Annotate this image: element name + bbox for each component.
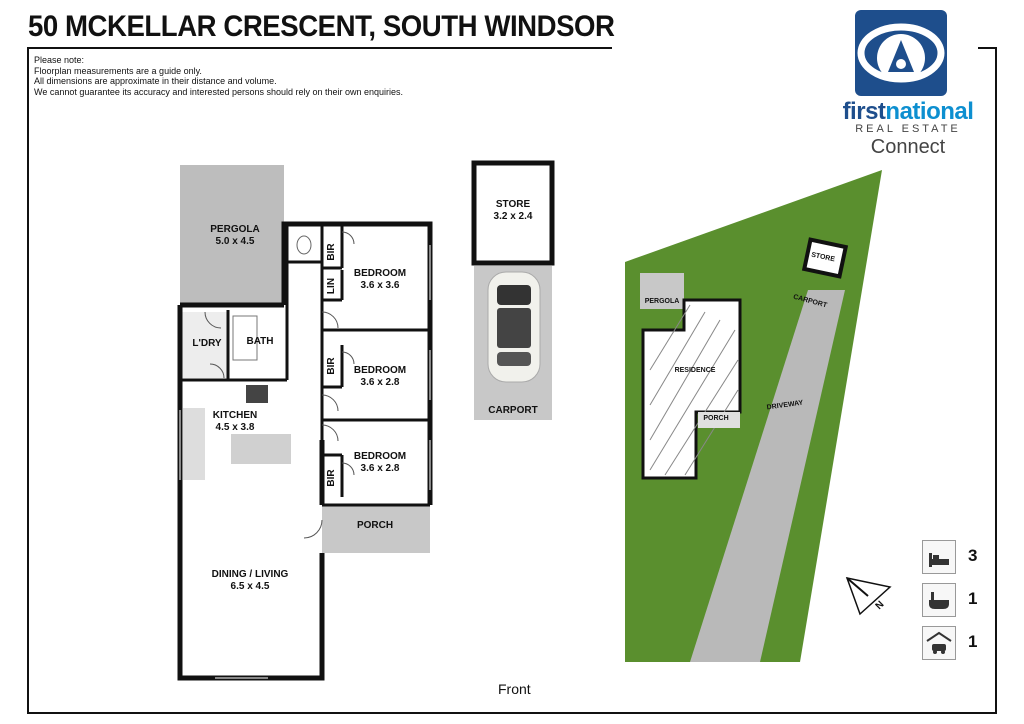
pergola-area (180, 165, 284, 305)
note-line: Floorplan measurements are a guide only. (34, 65, 202, 76)
room-bedroom-1: BEDROOM 3.6 x 3.6 (353, 268, 407, 291)
room-laundry: L'DRY (192, 338, 222, 349)
site-store (801, 237, 849, 279)
site-label-pergola: PERGOLA (644, 298, 680, 305)
site-residence (641, 298, 742, 480)
room-bedroom-2: BEDROOM 3.6 x 2.8 (353, 365, 407, 388)
site-label-porch: PORCH (703, 415, 729, 422)
kitchen-island (231, 434, 291, 464)
logo-mark-icon (855, 10, 947, 96)
room-pergola: PERGOLA 5.0 x 4.5 (210, 224, 260, 247)
bed-icon (922, 540, 956, 574)
room-store: STORE 3.2 x 2.4 (493, 199, 533, 222)
cooktop (246, 385, 268, 403)
agency-logo: firstnational REAL ESTATE Connect (838, 6, 978, 166)
north-arrow-icon (845, 576, 892, 616)
logo-office: Connect (870, 136, 946, 158)
store-building (471, 160, 555, 266)
driveway (690, 290, 845, 662)
property-address-title: 50 MCKELLAR CRESCENT, SOUTH WINDSOR (28, 10, 615, 43)
bathroom-count: 1 (968, 589, 978, 608)
note-line: We cannot guarantee its accuracy and int… (34, 86, 404, 97)
site-label-residence: RESIDENCE (674, 367, 716, 374)
room-dining-living: DINING / LIVING 6.5 x 4.5 (211, 569, 289, 592)
porch-area (322, 505, 430, 553)
logo-subtitle: REAL ESTATE (855, 123, 961, 135)
room-lin: LIN (326, 277, 337, 295)
site-porch (698, 412, 740, 428)
room-bir-2: BIR (326, 357, 337, 375)
garage-icon (922, 626, 956, 660)
room-bir-1: BIR (326, 243, 337, 261)
kitchen-counter (183, 408, 205, 480)
front-label: Front (498, 681, 531, 697)
logo-brand-second: national (885, 98, 974, 125)
room-kitchen: KITCHEN 4.5 x 3.8 (212, 410, 258, 433)
car-space-count: 1 (968, 632, 978, 651)
room-porch: PORCH (356, 520, 394, 531)
logo-brand-first: first (842, 98, 886, 125)
site-pergola (640, 273, 684, 309)
room-bedroom-3: BEDROOM 3.6 x 2.8 (353, 451, 407, 474)
room-carport: CARPORT (488, 405, 538, 416)
plan-frame (27, 47, 997, 714)
note-line: Please note: (34, 55, 85, 65)
car-icon (487, 271, 541, 383)
note-line: All dimensions are approximate in their … (34, 76, 277, 86)
disclaimer-notes: Please note: Floorplan measurements are … (34, 55, 403, 97)
bedroom-count: 3 (968, 546, 978, 565)
room-bir-3: BIR (326, 469, 337, 487)
bath-icon (922, 583, 956, 617)
room-bath: BATH (246, 336, 274, 347)
